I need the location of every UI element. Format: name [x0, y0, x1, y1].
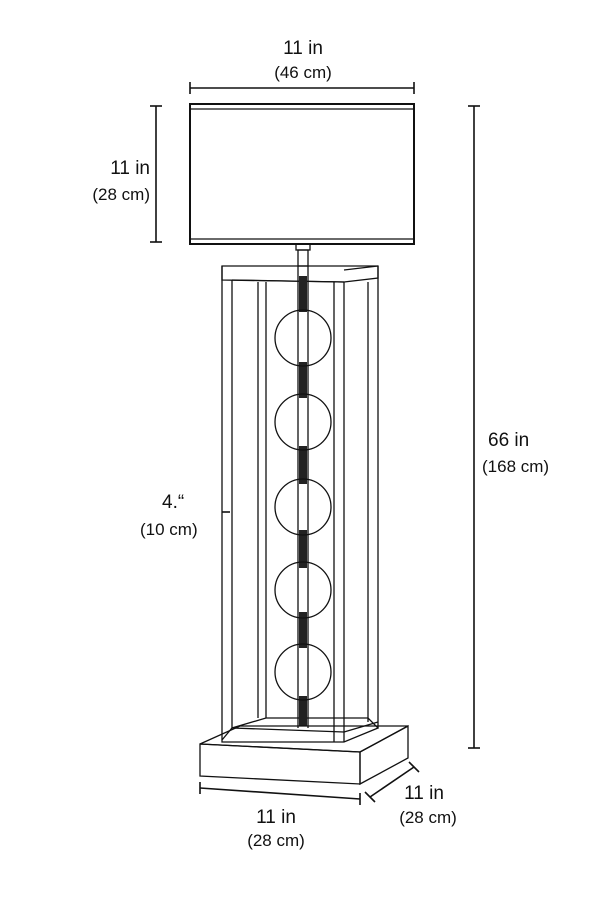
- rod-segment: [299, 530, 307, 568]
- shade-height-dimension: 11 in (28 cm): [92, 105, 162, 243]
- glass-sphere: [274, 309, 332, 367]
- lamp-frame: [221, 265, 380, 743]
- base-width-label-cm: (28 cm): [247, 831, 305, 850]
- base-depth-tick-far: [408, 761, 420, 773]
- base-front-face: [199, 743, 361, 785]
- socket-neck: [297, 249, 309, 267]
- base-height-label-in: 4.“: [162, 492, 184, 513]
- base-height-dimension: 4.“ (10 cm): [140, 492, 230, 539]
- glass-sphere: [274, 393, 332, 451]
- lamp-base: [199, 724, 409, 786]
- rod-segment: [299, 696, 307, 726]
- base-depth-label-cm: (28 cm): [399, 808, 457, 827]
- shade-height-label-cm: (28 cm): [92, 185, 150, 204]
- glass-sphere: [274, 561, 332, 619]
- lamp-shade: [189, 103, 415, 245]
- shade-width-label-in: 11 in: [283, 38, 323, 59]
- shade-width-label-cm: (46 cm): [274, 63, 332, 82]
- rod-segment: [299, 276, 307, 312]
- base-depth-line: [369, 766, 415, 798]
- base-width-dimension: 11 in (28 cm): [199, 782, 361, 850]
- base-depth-dimension: 11 in (28 cm): [364, 761, 457, 827]
- base-depth-tick-near: [364, 791, 376, 803]
- overall-height-label-in: 66 in: [488, 430, 529, 451]
- base-width-line: [199, 787, 361, 800]
- rod-segment: [299, 446, 307, 484]
- lamp-socket: [295, 243, 311, 267]
- rod-segment: [299, 612, 307, 648]
- frame-top-side-edge: [343, 265, 379, 271]
- frame-bottom-inner-edge: [231, 727, 345, 733]
- glass-spheres: [274, 309, 332, 701]
- base-depth-label-in: 11 in: [404, 783, 444, 804]
- central-rod: [297, 266, 309, 728]
- overall-height-label-cm: (168 cm): [482, 457, 549, 476]
- overall-height-dimension: 66 in (168 cm): [468, 105, 549, 749]
- glass-sphere: [274, 478, 332, 536]
- shade-height-label-in: 11 in: [110, 158, 150, 179]
- glass-sphere: [274, 643, 332, 701]
- base-top-face: [199, 725, 409, 753]
- rod-segment: [299, 362, 307, 398]
- base-height-label-cm: (10 cm): [140, 520, 198, 539]
- frame-bottom-side-edge: [343, 721, 379, 733]
- frame-top-inner-edge: [231, 279, 345, 283]
- shade-width-dimension: 11 in (46 cm): [189, 38, 415, 94]
- base-width-label-in: 11 in: [256, 807, 296, 828]
- shade-body: [189, 103, 415, 245]
- base-side-face: [359, 724, 409, 786]
